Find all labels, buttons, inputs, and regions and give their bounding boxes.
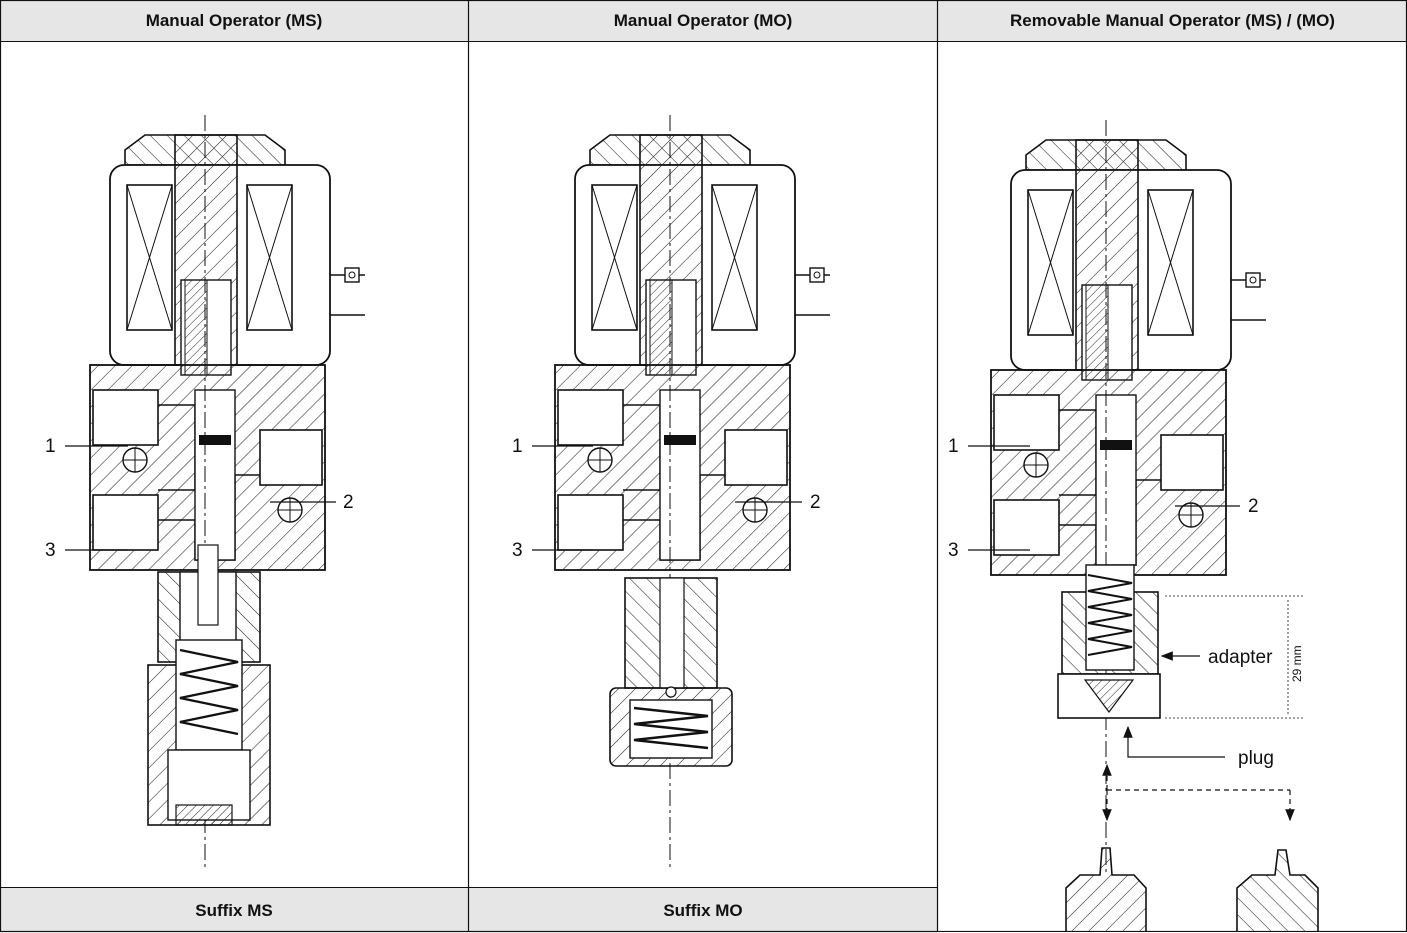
column-header-mo: Manual Operator (MO) — [469, 0, 937, 42]
port-1-label: 1 — [948, 436, 959, 457]
port-3-label: 3 — [948, 540, 959, 561]
port-labels-ms: 1 2 3 — [45, 436, 354, 561]
port-1-label: 1 — [45, 436, 56, 457]
port-3-label: 3 — [45, 540, 56, 561]
port-3-label: 3 — [512, 540, 523, 561]
port-1-label: 1 — [512, 436, 523, 457]
port-2-label: 2 — [1248, 496, 1259, 517]
dimension-label: 29 mm — [1290, 645, 1304, 682]
plug-label: plug — [1238, 748, 1274, 769]
valve-drawing-mo — [554, 114, 831, 871]
column-footer-ms: Suffix MS — [0, 887, 468, 933]
column-header-removable: Removable Manual Operator (MS) / (MO) — [938, 0, 1407, 42]
column-footer-mo: Suffix MO — [469, 887, 937, 933]
port-2-label: 2 — [343, 492, 354, 513]
callouts-removable: adapter plug 29 mm — [1123, 645, 1304, 769]
port-labels-removable: 1 2 3 — [948, 436, 1259, 561]
valve-drawing-removable — [990, 119, 1319, 932]
adapter-label: adapter — [1208, 647, 1273, 668]
port-labels-mo: 1 2 3 — [512, 436, 821, 561]
valve-drawing-ms — [89, 114, 366, 871]
port-2-label: 2 — [810, 492, 821, 513]
column-header-ms: Manual Operator (MS) — [0, 0, 468, 42]
